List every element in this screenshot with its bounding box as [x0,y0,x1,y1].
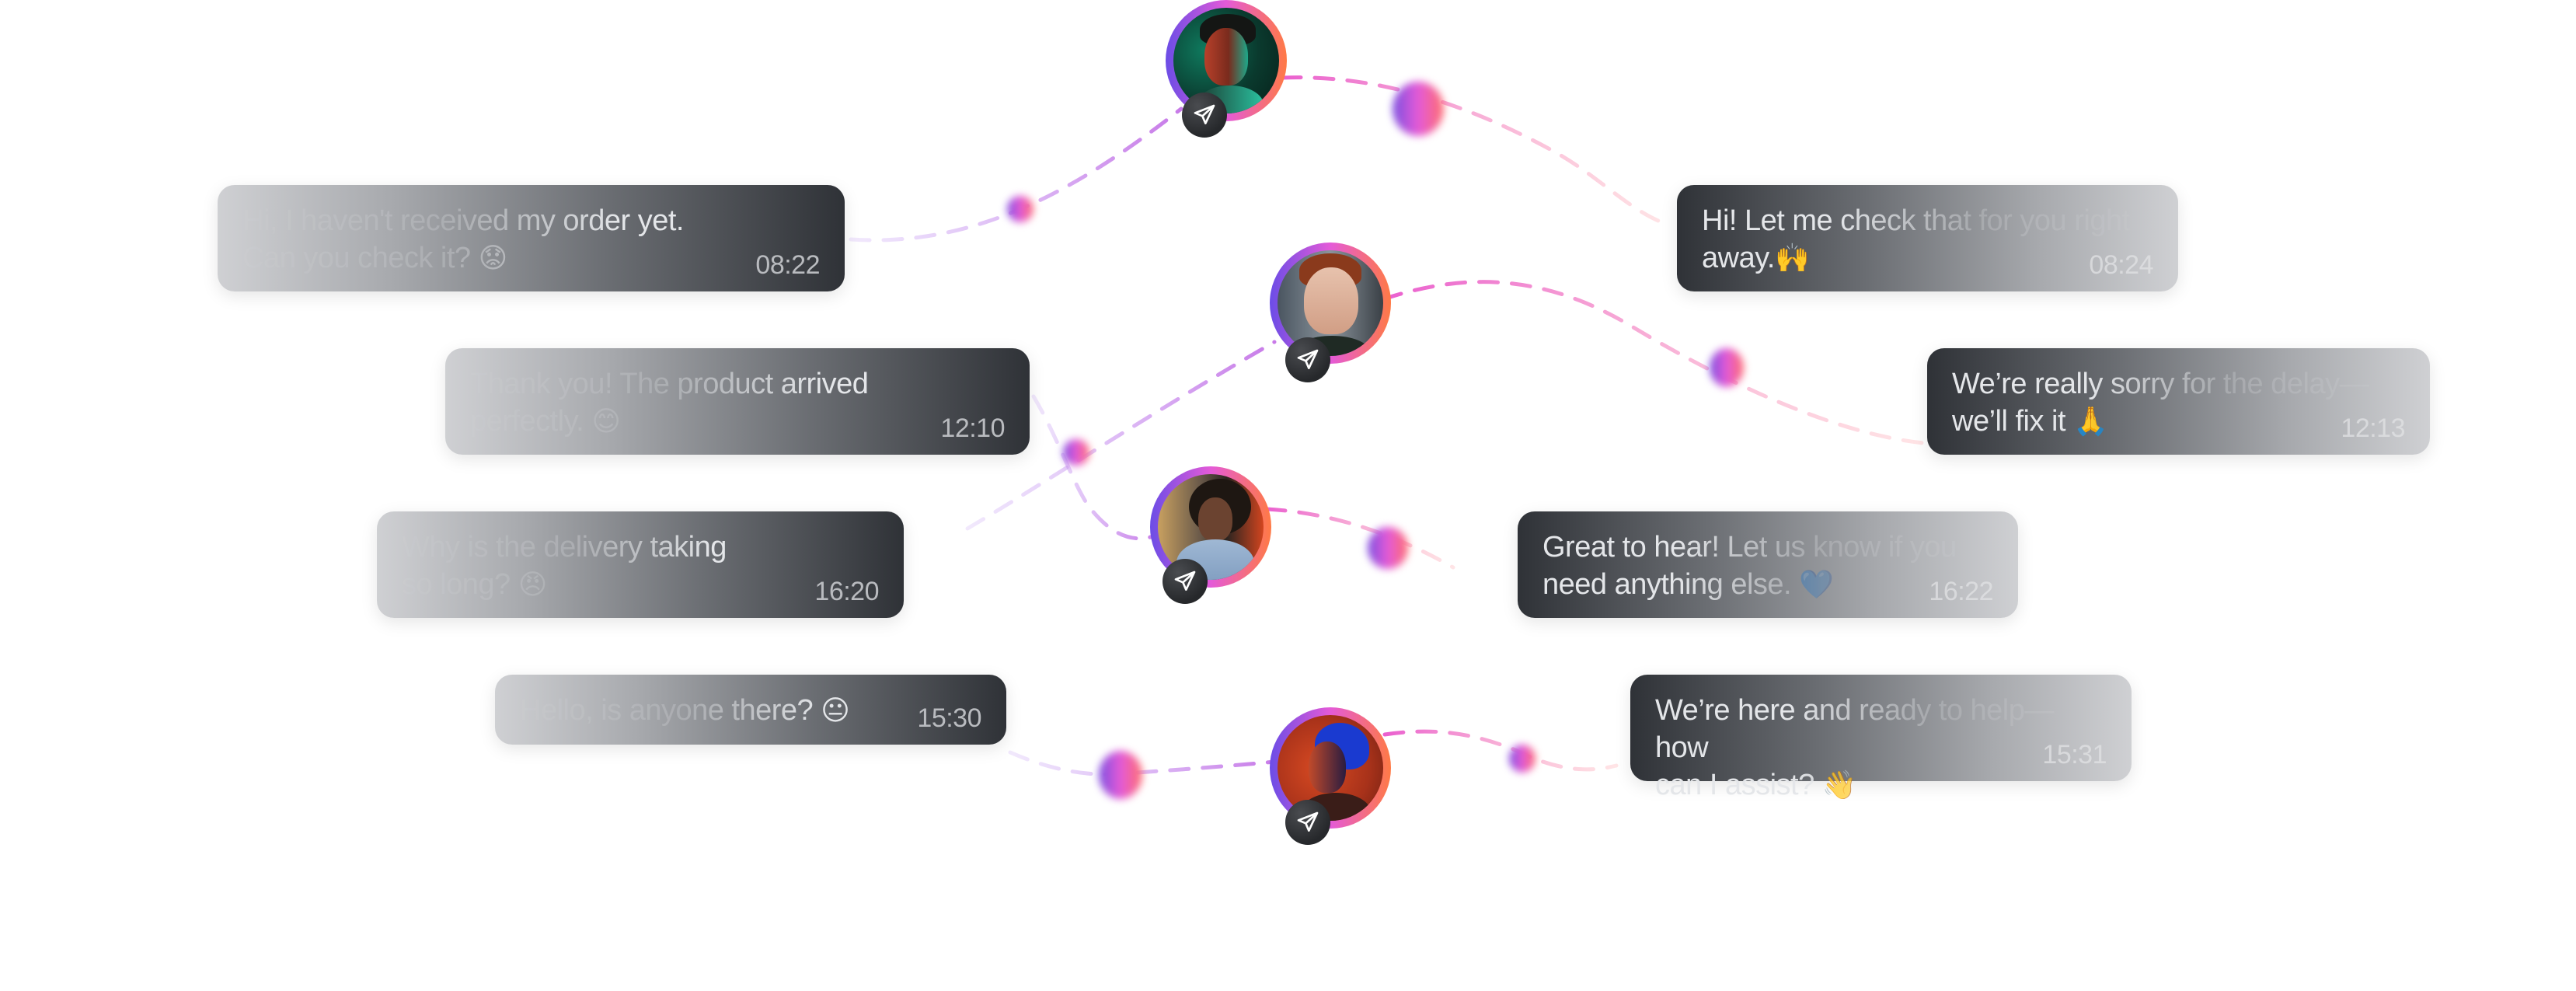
customer-message-bubble[interactable]: Hello, is anyone there? 😐 15:30 [495,675,1006,745]
message-timestamp: 15:30 [917,703,981,733]
glow-dot [1710,348,1744,387]
message-timestamp: 12:10 [940,413,1005,443]
send-badge[interactable] [1163,559,1208,604]
send-icon [1297,349,1319,369]
agent-reply-bubble[interactable]: We’re here and ready to help—how can I a… [1630,675,2132,801]
send-badge[interactable] [1182,92,1227,138]
folded-hands-emoji: 🙏 [2073,405,2108,437]
message-timestamp: 08:24 [2089,250,2153,280]
connector-right-4 [1382,729,1619,772]
connector-right-3 [1264,507,1455,570]
message-text: Hello, is anyone there? [520,694,814,727]
customer-message-bubble[interactable]: Hi, I haven't received my order yet. Can… [218,185,845,291]
send-badge[interactable] [1285,337,1330,382]
glow-dot [1509,745,1535,773]
send-icon [1194,104,1215,124]
agent-reply-bubble[interactable]: We’re really sorry for the delay— we’ll … [1927,348,2430,455]
customer-message-bubble[interactable]: Thank you! The product arrived perfectly… [445,348,1030,455]
customer-message-bubble[interactable]: Why is the delivery taking so long? 😠 16… [377,511,904,618]
send-icon [1174,571,1196,591]
message-text: Why is the delivery taking so long? [402,531,727,601]
message-timestamp: 16:22 [1929,577,1993,606]
glow-dot [1393,82,1444,136]
neutral-face-emoji: 😐 [821,694,850,726]
message-text: Thank you! The product arrived perfectly… [470,368,869,438]
send-badge[interactable] [1285,800,1330,845]
message-text: Hi! Let me check that for you right away… [1702,204,2130,274]
message-text: We’re here and ready to help—how can I a… [1655,694,2054,801]
customer-avatar-1[interactable] [1166,0,1287,121]
message-text: We’re really sorry for the delay— we’ll … [1952,368,2369,438]
message-timestamp: 15:31 [2042,740,2107,769]
blue-heart-emoji: 💙 [1799,568,1834,600]
send-icon [1297,811,1319,832]
message-timestamp: 12:13 [2341,413,2405,443]
message-timestamp: 08:22 [755,250,820,280]
message-timestamp: 16:20 [814,577,879,606]
connector-left-4 [1008,750,1277,776]
message-text: Great to hear! Let us know if you need a… [1542,531,1957,601]
agent-reply-bubble[interactable]: Great to hear! Let us know if you need a… [1518,511,2018,618]
connector-right-1 [1280,75,1673,228]
connector-right-2 [1381,280,1926,445]
glow-dot [1099,751,1142,799]
glow-dot [1368,527,1408,569]
customer-avatar-2[interactable] [1270,243,1391,364]
waving-hand-emoji: 👋 [1821,769,1857,801]
worried-face-emoji: 😟 [478,242,508,274]
angry-face-emoji: 😠 [518,568,548,600]
message-text: Hi, I haven't received my order yet. Can… [242,204,684,274]
glow-dot [1063,439,1089,466]
glow-dot [1007,196,1034,222]
smiling-face-emoji: 😊 [591,405,621,437]
raising-hands-emoji: 🙌 [1774,242,1810,274]
avatar-photo [1278,250,1383,356]
agent-reply-bubble[interactable]: Hi! Let me check that for you right away… [1677,185,2178,291]
connector-left-2 [1031,394,1160,541]
